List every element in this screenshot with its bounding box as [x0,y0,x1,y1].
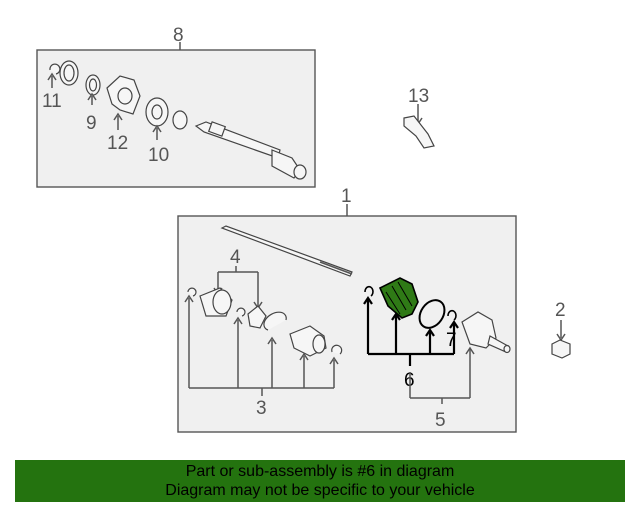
callout-4: 4 [230,247,241,268]
part-13-group: 13 [403,86,435,149]
callout-10: 10 [148,145,169,166]
bracket-13[interactable] [403,115,435,149]
snap-ring[interactable] [172,110,188,130]
outer-cv-joint[interactable] [461,311,497,349]
clip-11[interactable] [49,63,61,75]
banner-line-1: Part or sub-assembly is #6 in diagram [185,463,455,480]
callout-9: 9 [86,113,97,134]
callout-7: 7 [446,330,457,351]
boot-band-6[interactable] [414,295,449,332]
callout-2: 2 [555,300,566,321]
callout-11: 11 [42,91,62,112]
part-2-group: 2 [551,300,571,359]
info-banner: Part or sub-assembly is #6 in diagram Di… [15,460,625,502]
callout-13: 13 [408,86,429,107]
callout-8: 8 [173,25,184,46]
hub-nut-2[interactable] [551,339,571,359]
boot-band[interactable] [263,311,287,331]
assembly-8-group: 8 11 9 12 10 [36,25,316,188]
tripod-joint[interactable] [247,305,267,329]
banner-line-2: Diagram may not be specific to your vehi… [165,482,475,499]
assembly-1-group: 1 4 3 [177,186,517,433]
callout-1: 1 [341,186,352,207]
callout-5: 5 [435,410,446,431]
callout-3: 3 [256,398,267,419]
callout-12: 12 [107,133,128,154]
axle-shaft[interactable] [220,225,353,277]
boot-clip-6[interactable] [364,285,374,297]
